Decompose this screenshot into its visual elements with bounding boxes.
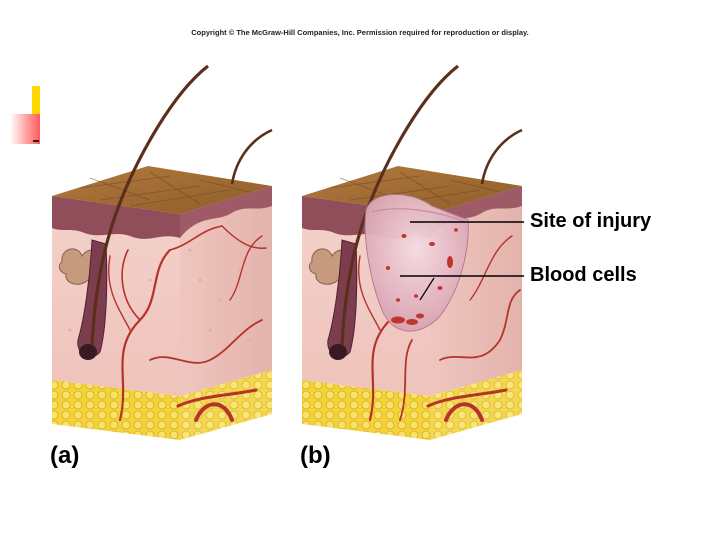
blood-vessels-a <box>108 225 267 422</box>
copyright-notice: Copyright © The McGraw-Hill Companies, I… <box>191 28 529 37</box>
epidermis-band-side-a <box>180 186 272 238</box>
panel-label-b: (b) <box>300 442 331 469</box>
slide-accent-dash <box>33 140 39 142</box>
fat-layer-front-b <box>302 380 430 440</box>
fat-layer-front-a <box>52 380 180 440</box>
hair-shaft-side-b <box>480 128 523 185</box>
dermis-side-a <box>180 186 272 396</box>
slide-accent-yellow-bar <box>32 86 40 116</box>
skin-block-a <box>52 64 273 440</box>
skin-surface-a <box>52 166 272 214</box>
skin-surface-b <box>302 166 522 214</box>
callout-blood-cells: Blood cells <box>530 264 637 286</box>
blood-vessels-b <box>358 235 521 422</box>
hair-shaft-a <box>90 64 209 346</box>
panel-label-a: (a) <box>50 442 80 469</box>
epidermis-band-side-b <box>430 186 522 238</box>
injury-site-b <box>364 194 469 332</box>
hair-shaft-side-a <box>230 128 273 185</box>
skin-block-b <box>302 64 524 440</box>
fat-layer-side-b <box>430 370 522 440</box>
fat-layer-side-a <box>180 370 272 440</box>
blood-cells-b <box>385 228 458 325</box>
hair-shaft-b <box>340 64 459 346</box>
hair-bulb-b <box>329 344 347 360</box>
slide-accent-red-block <box>10 114 40 144</box>
hair-bulb-a <box>79 344 97 360</box>
callout-site-of-injury: Site of injury <box>530 210 652 232</box>
